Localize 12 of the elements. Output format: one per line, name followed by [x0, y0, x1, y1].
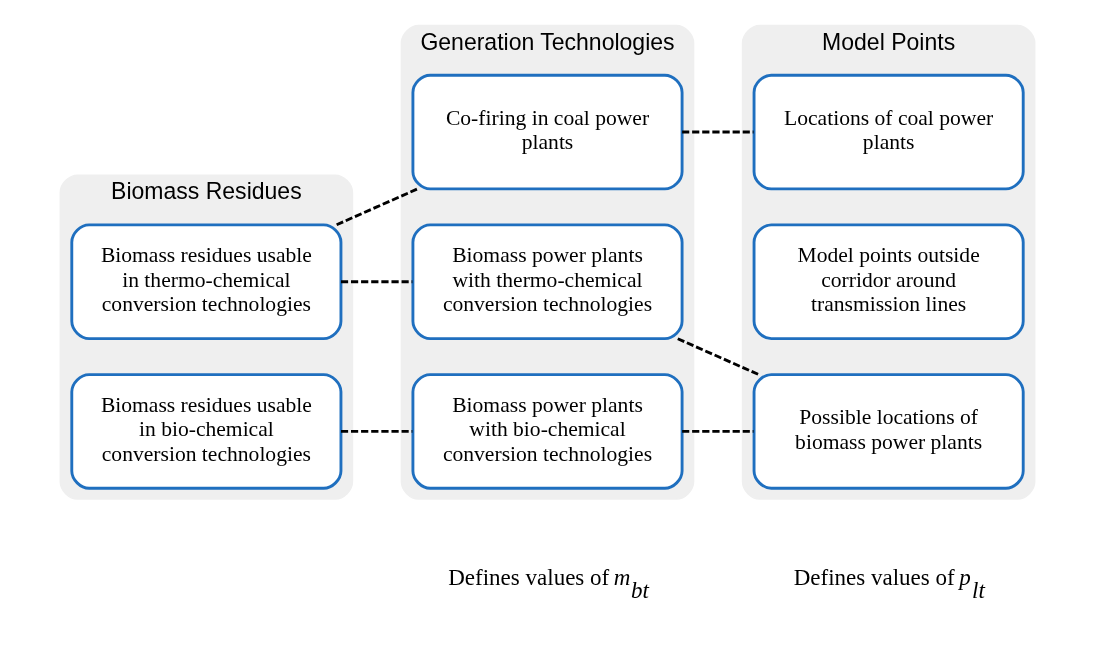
node-box: Biomass residues usable in bio-chemical conversion technologies — [70, 373, 343, 490]
connector — [682, 430, 754, 433]
node-box: Biomass residues usable in thermo-chemical conversion technologies — [70, 223, 343, 341]
connector — [677, 337, 760, 376]
node-box: Co-firing in coal power plants — [411, 73, 684, 191]
node-box: Biomass power plants with bio-chemical conversion technologies — [411, 373, 684, 490]
node-box: Possible locations of biomass power plants — [752, 373, 1025, 490]
connector — [682, 130, 754, 134]
node-box: Locations of coal power plants — [752, 73, 1025, 191]
node-box: Biomass power plants with thermo-chemical conversion technologies — [411, 223, 684, 341]
node-box: Model points outside corridor around transmission lines — [752, 223, 1025, 341]
connector — [336, 187, 419, 227]
